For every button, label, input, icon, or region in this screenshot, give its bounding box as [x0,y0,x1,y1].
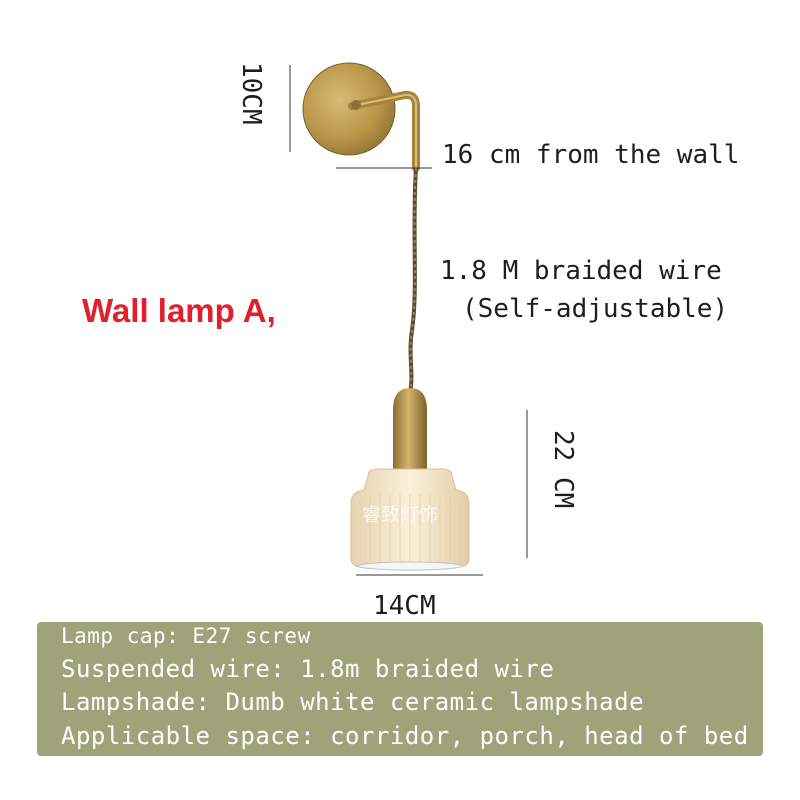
lamp-width-label: 14CM [373,591,436,621]
braided-wire [408,167,418,393]
wire-note-label: (Self-adjustable) [462,294,729,324]
wire-length-label: 1.8 M braided wire [440,256,722,286]
spec-box: Lamp cap: E27 screw Suspended wire: 1.8m… [37,622,763,756]
backplate [302,62,396,156]
spec-line-wire: Suspended wire: 1.8m braided wire [61,655,555,683]
lamp-height-label: 22 CM [548,430,578,509]
wall-distance-label: 16 cm from the wall [442,140,740,170]
product-title: Wall lamp A, [82,292,276,329]
spec-line-space: Applicable space: corridor, porch, head … [61,722,749,750]
brass-cap [393,388,427,478]
shade-ribs [359,494,461,564]
backplate-height-label: 10CM [236,62,266,125]
watermark: 睿致灯饰 [362,504,439,526]
spec-line-cap: Lamp cap: E27 screw [61,624,311,648]
spec-line-shade: Lampshade: Dumb white ceramic lampshade [61,688,645,716]
